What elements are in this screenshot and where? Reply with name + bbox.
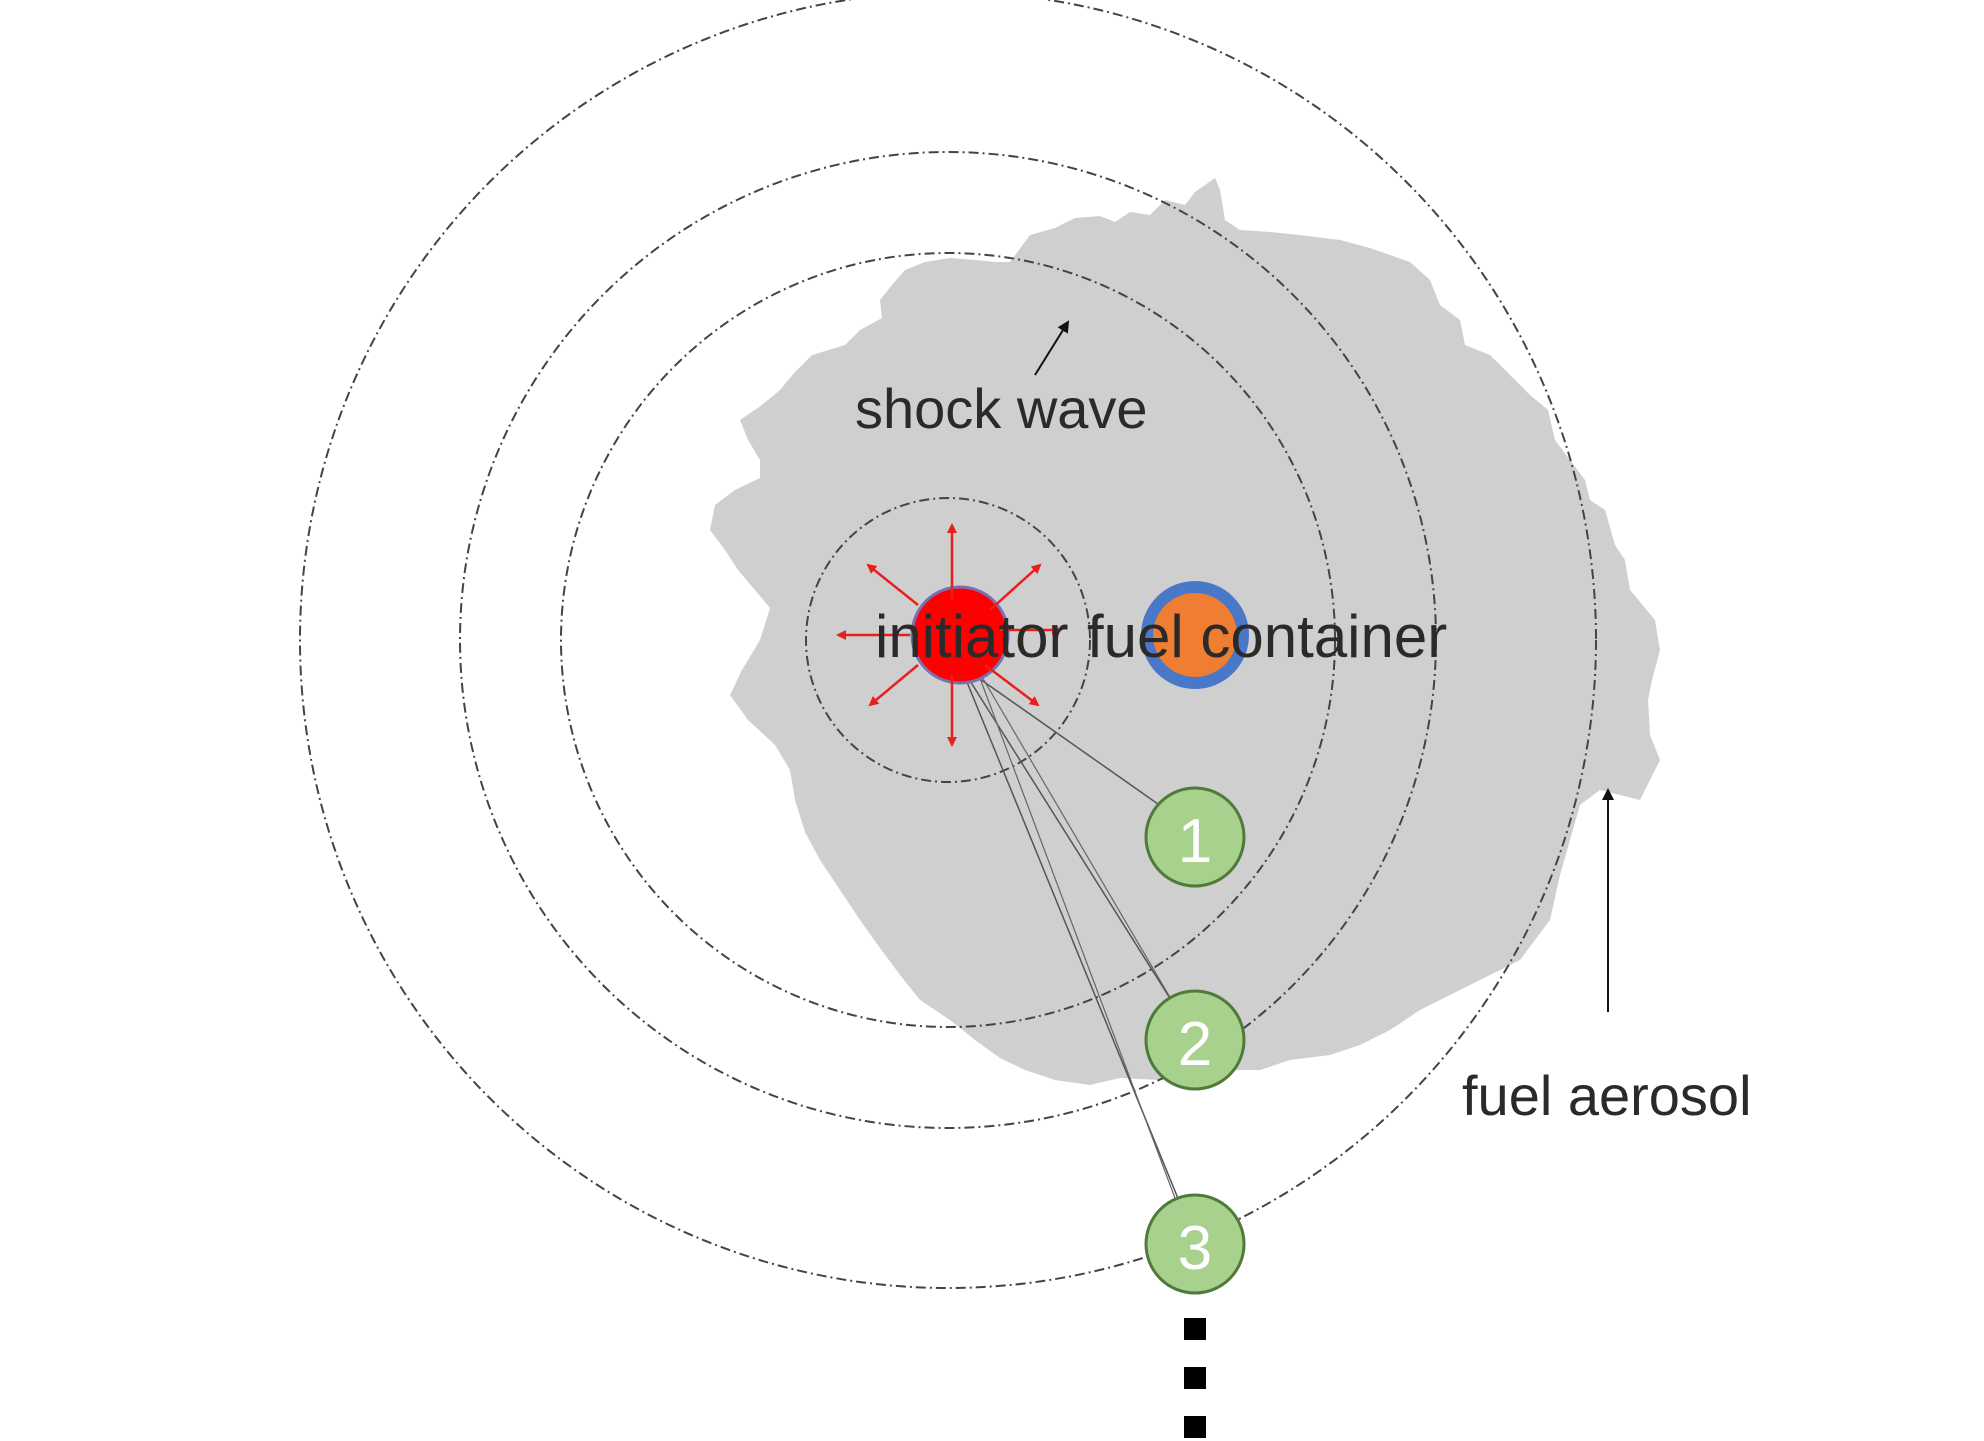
gauge-number-3: 3 <box>1178 1214 1212 1283</box>
initiator-label: initiator <box>875 603 1068 670</box>
shock-wave-ring-2 <box>560 252 1336 1028</box>
gauge-2: 2 <box>1144 989 1246 1091</box>
gauge-line-5 <box>974 664 1191 1239</box>
gauge-line-1 <box>959 664 1196 831</box>
gauge-line-4 <box>974 664 1196 1041</box>
initiator-core <box>910 585 1010 685</box>
gauge-3: 3 <box>1144 1193 1246 1295</box>
fuel-container-label: fuel container <box>1087 603 1447 670</box>
continuation-dots <box>1184 1318 1206 1438</box>
gauge-line-2 <box>959 664 1196 1039</box>
initiator-burst-arrows <box>836 523 1062 747</box>
shock-wave-ring-1 <box>805 497 1091 783</box>
gauge-number-2: 2 <box>1178 1010 1212 1079</box>
shock-wave-label: shock wave <box>855 377 1148 440</box>
shock-wave-ring-4 <box>299 0 1597 1289</box>
gauge-1: 1 <box>1144 786 1246 888</box>
gauge-line-3 <box>959 664 1196 1241</box>
gauge-number-1: 1 <box>1178 807 1212 876</box>
fuel-aerosol-label: fuel aerosol <box>1462 1064 1752 1127</box>
shock-wave-ring-3 <box>459 151 1437 1129</box>
shock-wave-pointer <box>1034 320 1070 376</box>
fuel-container <box>1141 581 1249 689</box>
